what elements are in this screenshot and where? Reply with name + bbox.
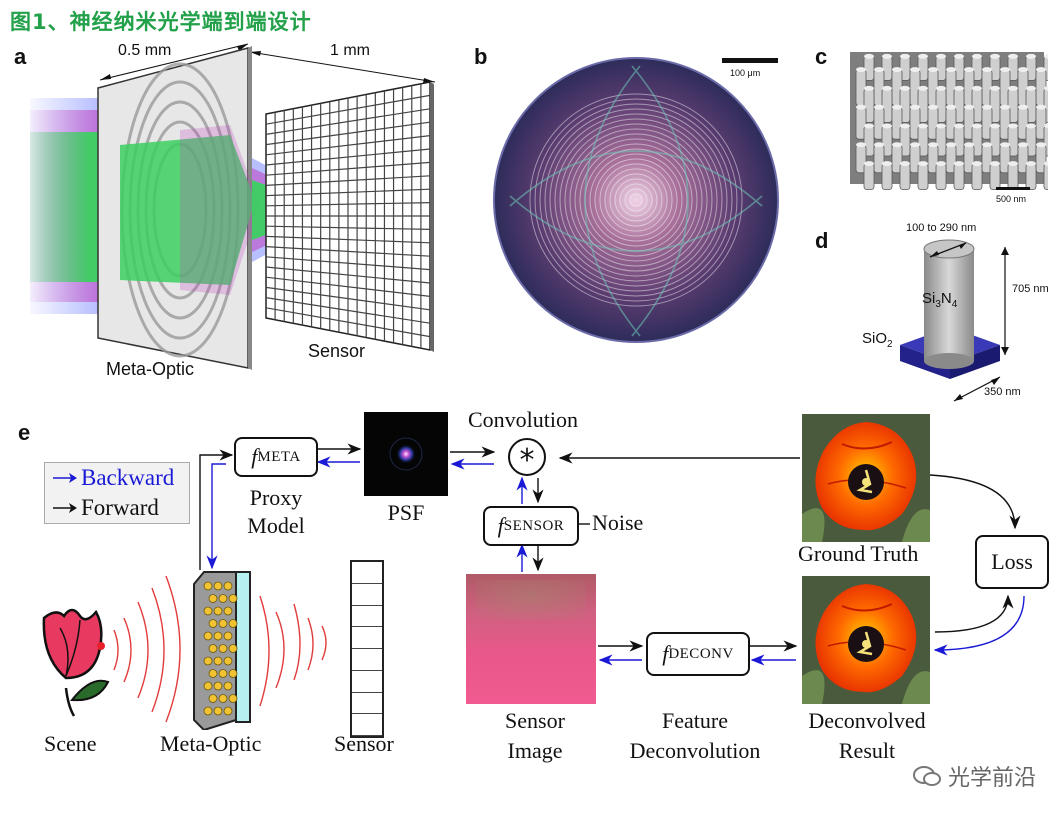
incident-waves: [113, 575, 181, 723]
pillar-period-label: 350 nm: [984, 386, 1021, 398]
meta-optic-label: Meta-Optic: [160, 731, 262, 756]
sensor-image: [466, 574, 596, 704]
figure-title: 图1、神经纳米光学端到端设计: [10, 10, 312, 34]
sensor-column: [350, 560, 384, 738]
sensor-cell: [352, 671, 382, 693]
panel-e-label: e: [18, 420, 31, 445]
psf-label: PSF: [387, 500, 425, 525]
watermark: 光学前沿: [912, 760, 1036, 792]
panel-c-label: c: [815, 44, 828, 69]
panel-a-illustration: [30, 43, 436, 370]
panel-a-label: a: [14, 44, 27, 69]
convolution-operator: *: [508, 438, 546, 476]
blue-arrow-icon: [53, 473, 77, 483]
loss-box: Loss: [975, 535, 1049, 589]
sensor-grid: [265, 81, 434, 352]
rose-illustration: [42, 608, 110, 717]
convolution-label: Convolution: [468, 407, 579, 432]
sensor-cell: [352, 714, 382, 736]
psf-spot: [389, 437, 423, 471]
dim-left-label: 0.5 mm: [118, 42, 172, 59]
noise-label: Noise: [592, 510, 644, 535]
panel-b-label: b: [474, 44, 488, 69]
focused-waves: [259, 595, 327, 707]
scene-label: Scene: [44, 731, 97, 756]
panel-d-label: d: [815, 228, 829, 253]
wavefronts-and-meta-optic: [113, 571, 327, 730]
deconvolved-result-image: [802, 576, 930, 704]
wechat-icon: [912, 766, 941, 786]
black-arrow-icon: [53, 503, 77, 513]
psf-image: [364, 412, 448, 496]
asterisk-icon: *: [519, 443, 535, 478]
ground-truth-label: Ground Truth: [798, 541, 919, 566]
legend: Backward Forward: [44, 462, 190, 524]
sensor-label: Sensor: [334, 731, 394, 756]
pillar-diameter-label: 100 to 290 nm: [906, 222, 977, 234]
legend-forward: Forward: [51, 495, 159, 521]
panel-c-scale-text: 500 nm: [996, 194, 1026, 204]
dim-right-label: 1 mm: [330, 42, 370, 59]
nanopillar-unit-cell: [900, 239, 1009, 402]
panel-b-scale-text: 100 μm: [730, 68, 760, 78]
sensor-cell: [352, 584, 382, 606]
sensor-cell: [352, 693, 382, 715]
pillar-material-label: Si3N4: [922, 290, 958, 310]
pipeline-arrows: [199, 443, 1025, 666]
pillar-height-label: 705 nm: [1012, 283, 1049, 295]
metalens-microscope-image: 100 μm: [493, 57, 779, 343]
legend-backward: Backward: [51, 465, 174, 491]
ground-truth-image: [802, 414, 930, 542]
sensor-cell: [352, 627, 382, 649]
sensor-cell: [352, 606, 382, 628]
sensor-cell: [352, 562, 382, 584]
sem-nanopillar-image: 500 nm: [850, 52, 1048, 204]
panel-a-meta-optic-label: Meta-Optic: [106, 359, 195, 379]
panel-a-sensor-label: Sensor: [308, 341, 366, 361]
sensor-cell: [352, 649, 382, 671]
substrate-material-label: SiO2: [862, 330, 893, 350]
